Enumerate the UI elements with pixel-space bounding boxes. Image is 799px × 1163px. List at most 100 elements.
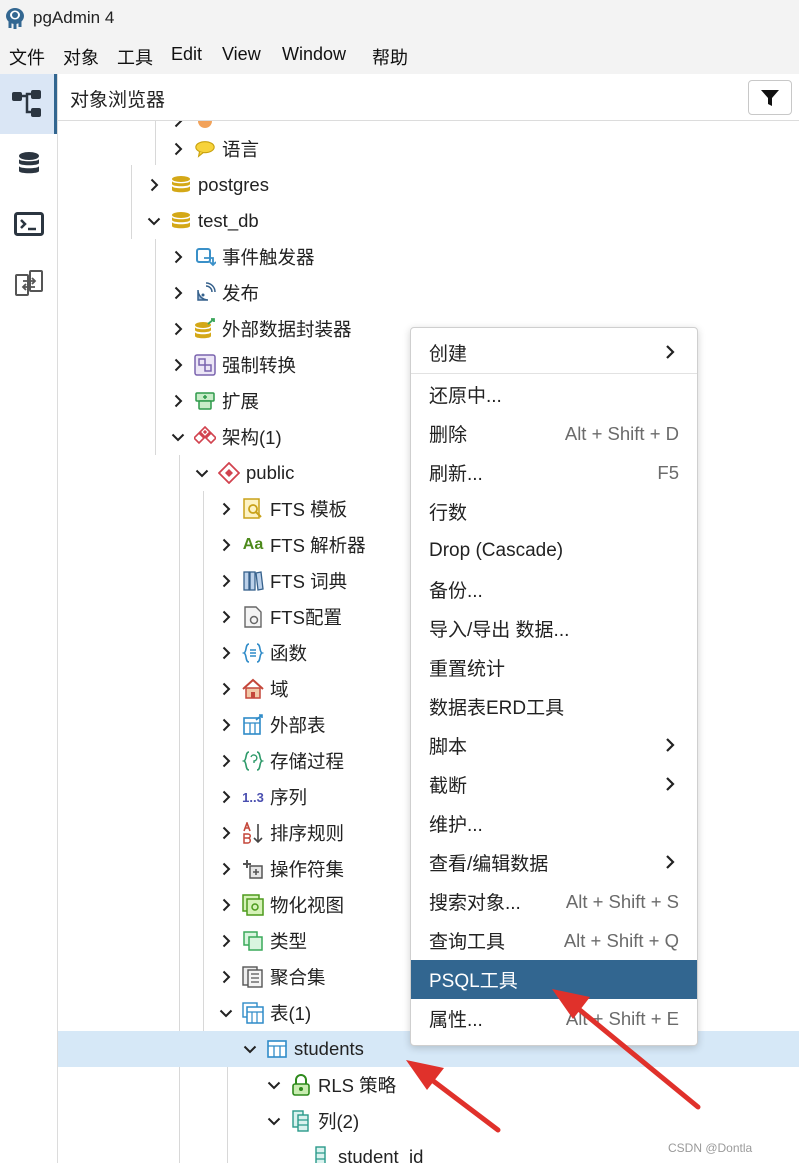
- tree-node-label: FTS 模板: [270, 499, 348, 520]
- tree-node-foreign-tables[interactable]: 外部表: [219, 707, 326, 743]
- database-button[interactable]: [0, 134, 57, 194]
- database-icon: [18, 152, 39, 174]
- tree-node-fts-dictionaries[interactable]: FTS 词典: [219, 563, 347, 599]
- chevron-right-icon: [171, 142, 185, 156]
- menu-item-refresh[interactable]: 刷新... F5: [411, 453, 697, 492]
- schema-diff-icon: [14, 270, 43, 296]
- tree-node-aggregates[interactable]: 聚合集: [219, 959, 326, 995]
- menu-window[interactable]: Window: [282, 44, 347, 64]
- tree-node-sequences[interactable]: 1..3 序列: [219, 779, 307, 815]
- menu-edit[interactable]: Edit: [171, 44, 203, 64]
- menu-item-search-objects[interactable]: 搜索对象... Alt + Shift + S: [411, 882, 697, 921]
- menu-item-reset-statistics[interactable]: 重置统计: [411, 648, 697, 687]
- tree-node-functions[interactable]: 函数: [219, 635, 307, 671]
- foreign-table-icon: [242, 714, 264, 736]
- menu-object[interactable]: 对象: [63, 48, 99, 68]
- tree-node-label: FTS 词典: [270, 571, 348, 592]
- tree-node-public[interactable]: public: [195, 455, 294, 491]
- menu-item-drop-cascade[interactable]: Drop (Cascade): [411, 531, 697, 570]
- tree-node-partial[interactable]: [171, 121, 222, 139]
- menu-item-label: 刷新...: [429, 464, 483, 485]
- chevron-right-icon: [171, 286, 185, 300]
- object-tree: 语言 postgres test_db 事件触发器 发布 外部数据封装器 强制转…: [58, 121, 799, 1163]
- menu-item-label: 属性...: [429, 1010, 483, 1031]
- chevron-right-icon: [219, 646, 233, 660]
- chevron-down-icon: [267, 1114, 281, 1128]
- menu-item-truncate[interactable]: 截断: [411, 765, 697, 804]
- tree-node-tables[interactable]: 表(1): [219, 995, 311, 1031]
- table-icon: [266, 1038, 288, 1060]
- tree-node-label: student_id: [338, 1146, 424, 1163]
- tree-node-publications[interactable]: 发布: [171, 275, 259, 311]
- tree-node-event-triggers[interactable]: 事件触发器: [171, 239, 315, 275]
- chevron-down-icon: [267, 1078, 281, 1092]
- tree-node-label: postgres: [198, 174, 269, 195]
- tree-node-fdw[interactable]: 外部数据封装器: [171, 311, 352, 347]
- object-explorer-button[interactable]: [0, 74, 57, 134]
- menu-item-create[interactable]: 创建: [411, 333, 697, 372]
- menu-item-psql-tool[interactable]: PSQL工具: [411, 960, 697, 999]
- tree-node-types[interactable]: 类型: [219, 923, 307, 959]
- chevron-right-icon: [171, 358, 185, 372]
- menu-item-count-rows[interactable]: 行数: [411, 492, 697, 531]
- schema-icon: [218, 462, 240, 484]
- chevron-right-icon: [147, 178, 161, 192]
- menu-view[interactable]: View: [222, 44, 261, 64]
- tree-node-label: 强制转换: [222, 355, 297, 376]
- tree-node-label: 外部表: [270, 715, 326, 736]
- tree-node-rls-policies[interactable]: RLS 策略: [267, 1067, 396, 1103]
- tree-node-student-id[interactable]: student_id: [310, 1139, 423, 1163]
- menu-item-import-export[interactable]: 导入/导出 数据...: [411, 609, 697, 648]
- chevron-down-icon: [147, 214, 161, 228]
- tree-node-label: 函数: [270, 643, 308, 664]
- tree-node-label: students: [294, 1038, 364, 1059]
- tree-node-casts[interactable]: 强制转换: [171, 347, 296, 383]
- menu-separator: [411, 373, 697, 374]
- menu-item-view-edit-data[interactable]: 查看/编辑数据: [411, 843, 697, 882]
- lock-icon: [290, 1074, 312, 1096]
- schema-diff-button[interactable]: [0, 254, 57, 314]
- tree-node-operators[interactable]: 操作符集: [219, 851, 344, 887]
- menu-item-maintenance[interactable]: 维护...: [411, 804, 697, 843]
- tree-node-domains[interactable]: 域: [219, 671, 289, 707]
- collation-icon: [242, 822, 264, 844]
- menu-tools[interactable]: 工具: [117, 48, 153, 68]
- tree-node-test-db[interactable]: test_db: [147, 203, 259, 239]
- menu-item-label: Drop (Cascade): [429, 539, 564, 561]
- tree-node-columns[interactable]: 列(2): [267, 1103, 359, 1139]
- menu-file[interactable]: 文件: [9, 48, 45, 68]
- tree-node-schemas[interactable]: 架构(1): [171, 419, 282, 455]
- tree-node-procedures[interactable]: 存储过程: [219, 743, 344, 779]
- menu-item-backup[interactable]: 备份...: [411, 570, 697, 609]
- menu-item-scripts[interactable]: 脚本: [411, 726, 697, 765]
- tree-node-fts-configurations[interactable]: FTS配置: [219, 599, 342, 635]
- menu-item-erd-tool[interactable]: 数据表ERD工具: [411, 687, 697, 726]
- menu-help[interactable]: 帮助: [372, 48, 408, 68]
- procedure-icon: [242, 750, 264, 772]
- tree-node-label: public: [246, 462, 295, 483]
- tree-node-label: 排序规则: [270, 823, 345, 844]
- tree-node-label: 语言: [222, 139, 260, 160]
- tree-node-fts-templates[interactable]: FTS 模板: [219, 491, 347, 527]
- filter-button[interactable]: [748, 80, 792, 115]
- tree-node-materialized-views[interactable]: 物化视图: [219, 887, 344, 923]
- tree-node-label: 序列: [270, 787, 308, 808]
- psql-terminal-button[interactable]: [0, 194, 57, 254]
- chevron-right-icon: [219, 538, 233, 552]
- tree-node-languages[interactable]: 语言: [171, 131, 259, 167]
- menu-item-query-tool[interactable]: 查询工具 Alt + Shift + Q: [411, 921, 697, 960]
- menu-item-label: 还原中...: [429, 386, 502, 407]
- tree-node-postgres[interactable]: postgres: [147, 167, 269, 203]
- menu-item-restore[interactable]: 还原中...: [411, 375, 697, 414]
- chevron-right-icon: [171, 250, 185, 264]
- tree-node-collations[interactable]: 排序规则: [219, 815, 344, 851]
- menu-item-properties[interactable]: 属性... Alt + Shift + E: [411, 999, 697, 1038]
- tree-node-fts-parsers[interactable]: Aa FTS 解析器: [219, 527, 366, 563]
- publication-icon: [194, 282, 216, 304]
- menu-bar: 文件 对象 工具 Edit View Window 帮助: [0, 36, 799, 74]
- tree-node-label: 事件触发器: [222, 247, 315, 268]
- menu-item-label: 备份...: [429, 581, 483, 602]
- tree-node-extensions[interactable]: 扩展: [171, 383, 259, 419]
- chevron-right-icon: [219, 718, 233, 732]
- menu-item-delete[interactable]: 删除 Alt + Shift + D: [411, 414, 697, 453]
